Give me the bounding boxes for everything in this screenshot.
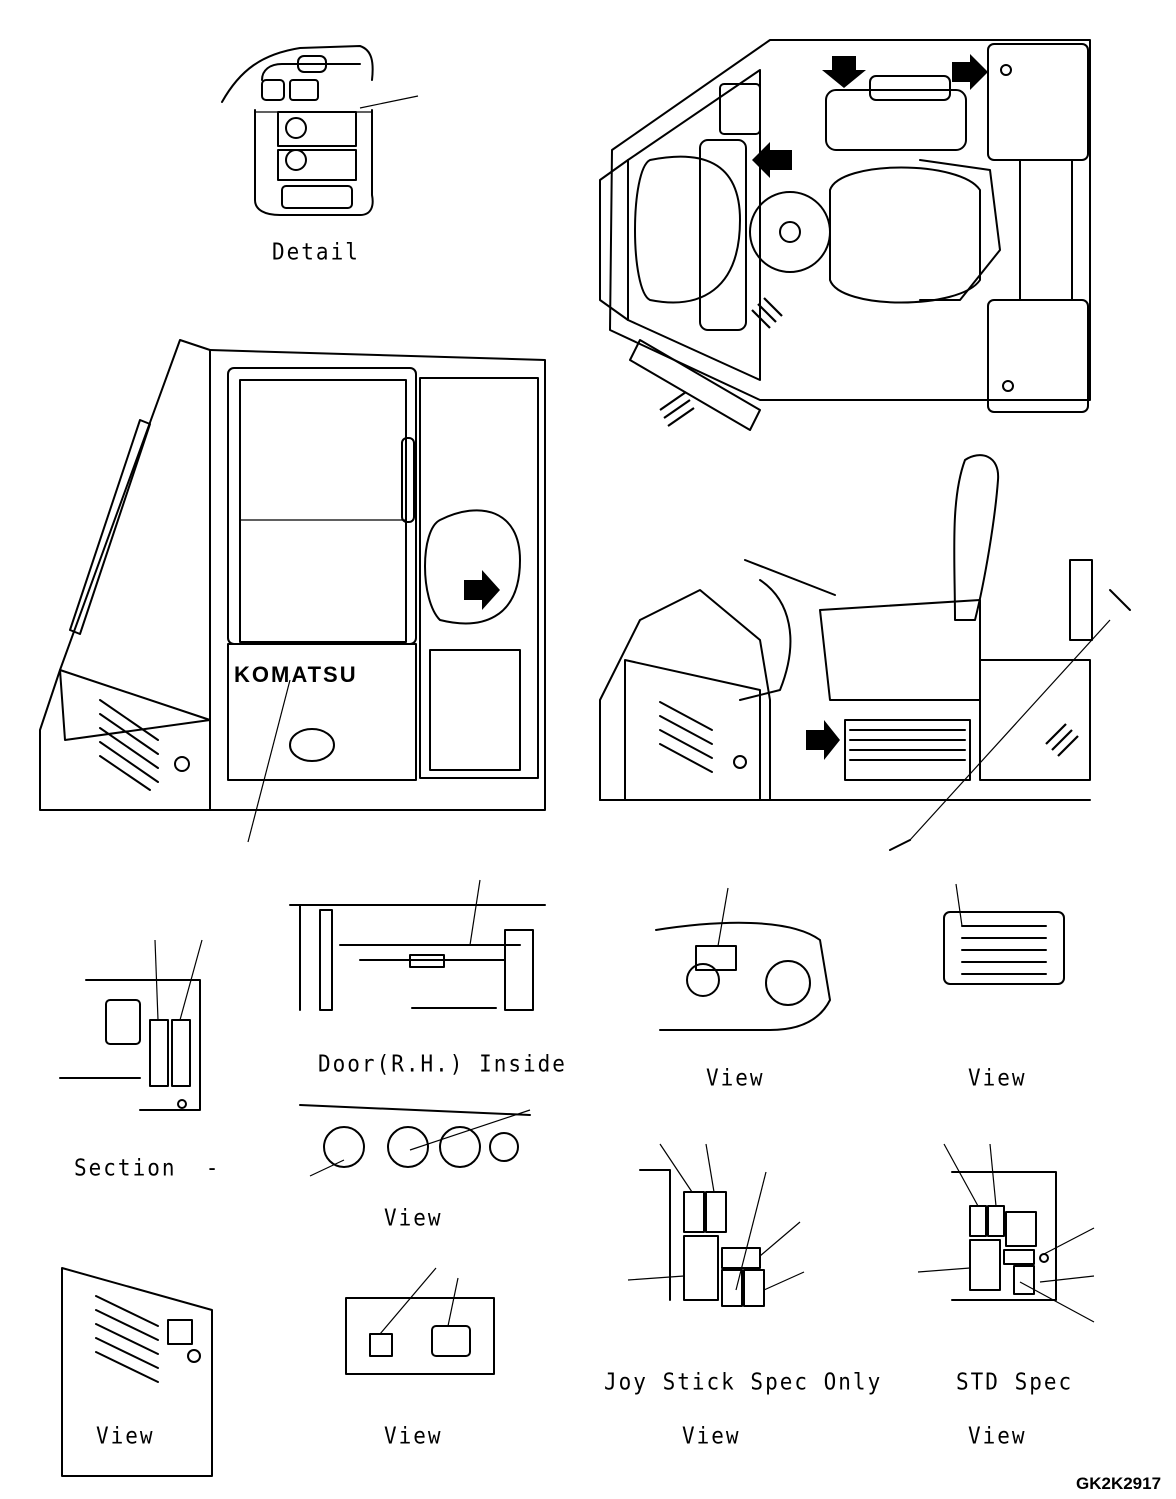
caption-view-console: View <box>384 1423 443 1449</box>
arrow-right-icon <box>806 720 840 760</box>
arrow-diagonal-icon <box>751 297 783 329</box>
detail-switch-panel <box>221 45 419 216</box>
console-plate-view <box>345 1267 495 1375</box>
caption-view-dials: View <box>384 1205 443 1231</box>
arrow-down-icon <box>822 56 866 88</box>
arrow-diagonal-icon <box>1045 723 1079 757</box>
caption-door-inside: Door(R.H.) Inside <box>318 1051 567 1077</box>
caption-section: Section - <box>74 1155 221 1181</box>
seat-suspension-bellows <box>849 729 966 761</box>
cab-side-view: KOMATSU <box>39 339 546 843</box>
std-fuse-view <box>917 1143 1095 1323</box>
arrow-left-icon <box>752 142 792 178</box>
side-panel-view <box>61 1267 213 1477</box>
caption-view-side-panel: View <box>96 1423 155 1449</box>
grille-view <box>943 883 1065 985</box>
joystick-fuse-view <box>627 1143 805 1307</box>
arrow-right-icon <box>952 54 988 90</box>
caption-view-std: View <box>968 1423 1027 1449</box>
caption-view-grille: View <box>968 1065 1027 1091</box>
door-rh-inside <box>289 879 546 1011</box>
vent-grille <box>99 699 159 791</box>
caption-view-key-switch: View <box>706 1065 765 1091</box>
caption-joystick-spec: Joy Stick Spec Only <box>604 1369 883 1395</box>
key-switch-view <box>655 887 831 1031</box>
section-drawing <box>59 939 203 1111</box>
caption-detail: Detail <box>272 239 360 265</box>
drawing-code: GK2K2917 <box>1076 1474 1162 1493</box>
arrow-right-icon <box>464 570 500 610</box>
cab-brand-label: KOMATSU <box>234 662 358 687</box>
seat-side-view <box>599 454 1131 851</box>
switch-dials-view <box>299 1104 531 1177</box>
caption-std-spec: STD Spec <box>956 1369 1074 1395</box>
caption-view-joystick: View <box>682 1423 741 1449</box>
vent-grille <box>659 701 713 773</box>
cab-top-view <box>599 39 1091 431</box>
vent-grille <box>95 1295 159 1383</box>
arrow-diagonal-icon <box>659 391 695 427</box>
